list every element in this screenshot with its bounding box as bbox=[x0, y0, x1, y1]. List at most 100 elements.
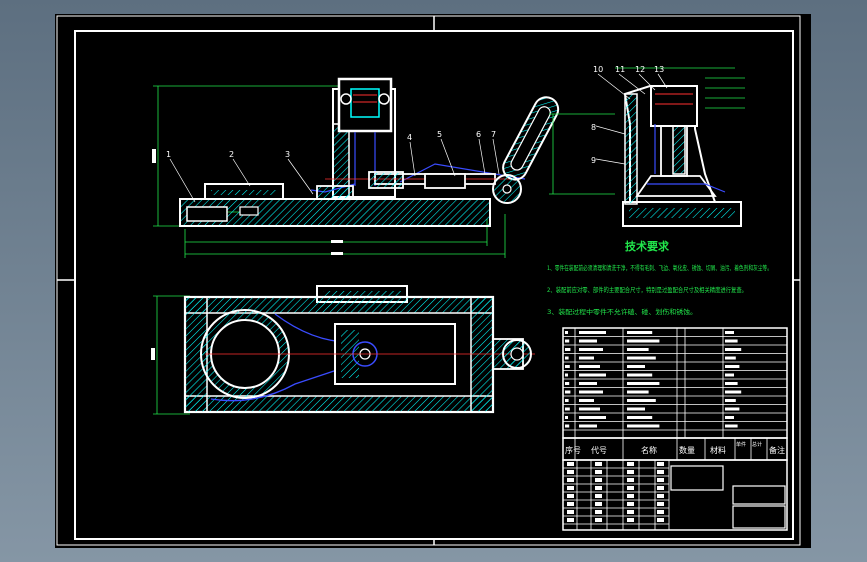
top-end-right bbox=[470, 296, 494, 413]
bom-cell-text-block bbox=[565, 348, 571, 351]
front-label: 4 bbox=[407, 133, 412, 142]
frame-center-marks bbox=[57, 16, 800, 545]
bom-cell-text-block bbox=[725, 390, 742, 394]
title-cell-text-block bbox=[657, 486, 664, 490]
base-slot-left bbox=[186, 206, 228, 222]
title-cell-text-block bbox=[567, 510, 574, 514]
bom-cell-text-block bbox=[725, 399, 736, 402]
bom-cell-text-block bbox=[627, 407, 645, 411]
title-cell-text-block bbox=[657, 470, 664, 474]
title-cell-text-block bbox=[595, 518, 602, 522]
title-cell-text-block bbox=[627, 478, 634, 482]
front-part-labels: 1 2 3 4 5 6 7 bbox=[166, 130, 496, 159]
bom-cell-text-block bbox=[565, 399, 569, 402]
bom-cell-text-block bbox=[725, 407, 740, 411]
bom-cell-text-block bbox=[579, 331, 606, 334]
title-header-cell: 备注 bbox=[769, 445, 785, 455]
slider-block bbox=[368, 171, 404, 189]
parts-list bbox=[562, 327, 788, 439]
side-label: 8 bbox=[591, 123, 596, 132]
title-drawing-no-box bbox=[732, 505, 786, 529]
clamp-block-left-hatch bbox=[211, 190, 277, 195]
title-cell-text-block bbox=[627, 502, 634, 506]
title-header-cell: 单件 bbox=[736, 441, 746, 448]
title-header-cell: 总计 bbox=[752, 441, 762, 448]
title-cell-text bbox=[567, 462, 664, 522]
tech-req-item: 1、零件在装配前必须清理和清洗干净，不得有毛刺、飞边、氧化皮、锈蚀、切屑、油污、… bbox=[547, 263, 772, 272]
side-hidden-lines bbox=[647, 124, 726, 193]
nut-block bbox=[424, 173, 466, 189]
title-cell-text-block bbox=[567, 478, 574, 482]
title-cell-text-block bbox=[627, 486, 634, 490]
title-cell-text-block bbox=[595, 478, 602, 482]
bom-cell-text-block bbox=[579, 365, 600, 368]
bom-cell-text-block bbox=[627, 365, 645, 368]
front-label: 2 bbox=[229, 150, 234, 159]
column-section-lines bbox=[353, 94, 377, 103]
side-label: 11 bbox=[615, 65, 625, 74]
bom-cell-text-block bbox=[725, 365, 740, 368]
bom-cell-text-block bbox=[725, 373, 734, 377]
bom-cell-text-block bbox=[565, 365, 570, 368]
tech-req-item: 3、装配过程中零件不允许磕、碰、划伤和锈蚀。 bbox=[547, 307, 697, 316]
title-cell-text-block bbox=[567, 518, 574, 522]
title-header-cell: 数量 bbox=[679, 445, 695, 455]
front-leaders bbox=[169, 138, 500, 203]
title-cell-text-block bbox=[595, 494, 602, 498]
title-cell-text-block bbox=[595, 502, 602, 506]
title-company-box bbox=[732, 485, 786, 505]
side-head bbox=[650, 85, 698, 127]
title-cell-text-block bbox=[567, 470, 574, 474]
dim-text-height bbox=[152, 149, 156, 163]
top-handle-hole bbox=[510, 347, 524, 361]
front-dimensions bbox=[153, 85, 506, 258]
bom-cell-text-block bbox=[627, 416, 653, 419]
side-head-marks bbox=[655, 93, 693, 105]
bom-cell-text-block bbox=[627, 339, 660, 343]
bom-cell-text-block bbox=[579, 373, 606, 377]
side-part-labels: 10 11 12 13 8 9 bbox=[591, 65, 664, 165]
title-cell-text-block bbox=[627, 470, 634, 474]
bom-cell-text bbox=[565, 331, 742, 428]
title-cell-text-block bbox=[595, 462, 602, 466]
cad-drawing: 1 2 3 4 5 6 7 bbox=[56, 15, 801, 546]
side-leaders bbox=[595, 73, 668, 165]
bom-cell-text-block bbox=[725, 382, 738, 385]
side-label: 13 bbox=[654, 65, 664, 74]
title-cell-text-block bbox=[567, 502, 574, 506]
cad-viewport[interactable]: 1 2 3 4 5 6 7 bbox=[55, 14, 811, 548]
technical-requirements: 技术要求 1、零件在装配前必须清理和清洗干净，不得有毛刺、飞边、氧化皮、锈蚀、切… bbox=[547, 239, 772, 316]
front-label: 5 bbox=[437, 130, 442, 139]
side-cone bbox=[635, 175, 717, 197]
side-base-hatch bbox=[629, 208, 735, 218]
bom-cell-text-block bbox=[725, 331, 734, 334]
dim-text-length-1 bbox=[331, 240, 343, 243]
bom-cell-text-block bbox=[579, 424, 597, 428]
bom-cell-text-block bbox=[565, 407, 570, 411]
title-cell-text-block bbox=[657, 510, 664, 514]
bom-cell-text-block bbox=[565, 424, 570, 428]
bom-cell-text-block bbox=[725, 339, 738, 343]
title-header-cell: 代号 bbox=[591, 445, 607, 455]
bom-cell-text-block bbox=[725, 416, 734, 419]
top-rail-top bbox=[184, 296, 494, 314]
bom-cell-text-block bbox=[627, 382, 660, 385]
bom-cell-text-block bbox=[565, 390, 571, 394]
title-cell-text-block bbox=[567, 462, 574, 466]
handle-pin bbox=[502, 184, 512, 194]
side-label: 12 bbox=[635, 65, 645, 74]
bom-cell-text-block bbox=[627, 356, 656, 360]
base-slot-mid bbox=[239, 206, 259, 216]
bom-cell-text-block bbox=[579, 399, 594, 402]
side-wall-left bbox=[624, 93, 638, 205]
title-cell-text-block bbox=[657, 518, 664, 522]
front-view: 1 2 3 4 5 6 7 bbox=[152, 77, 560, 258]
bom-cell-text-block bbox=[579, 356, 594, 360]
bom-cell-text-block bbox=[627, 399, 656, 402]
bom-cell-text-block bbox=[627, 390, 649, 394]
bom-cell-text-block bbox=[627, 331, 653, 334]
bom-cell-text-block bbox=[627, 424, 660, 428]
side-view: 10 11 12 13 8 9 bbox=[549, 65, 745, 227]
top-bracket-hatch bbox=[323, 291, 401, 297]
dim-text-width bbox=[151, 348, 155, 360]
